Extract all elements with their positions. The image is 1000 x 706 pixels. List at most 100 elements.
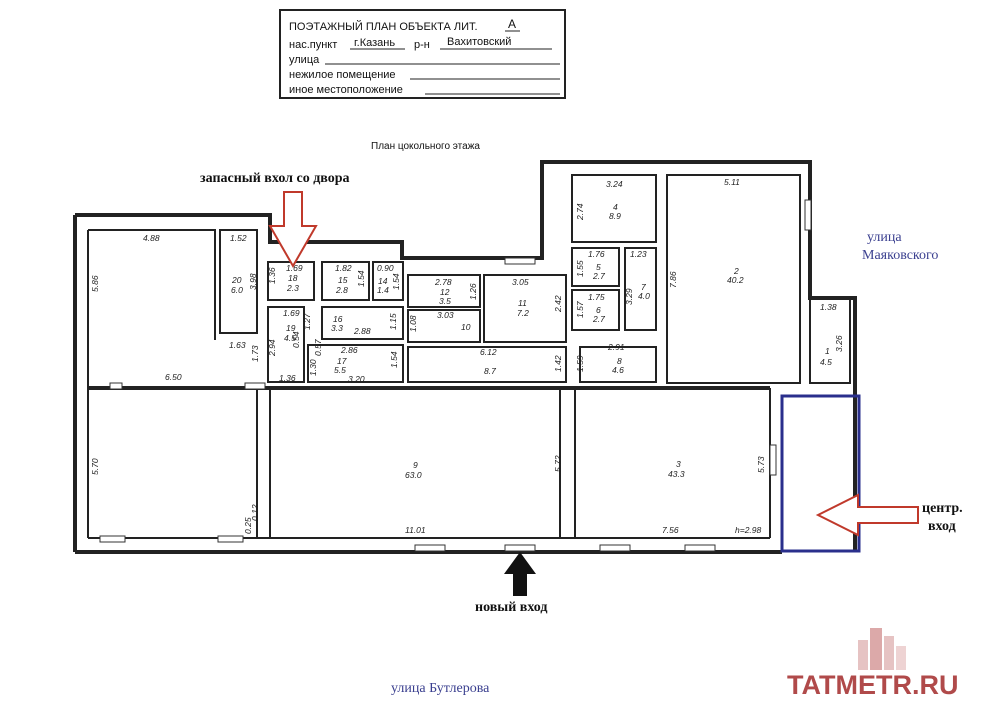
room-number: 3 [676, 459, 681, 469]
street-mayakovsky-line1: улица [867, 230, 902, 245]
room-number: 20 [231, 275, 242, 285]
room-number: 19 [286, 323, 296, 333]
dim-label: 3.26 [834, 335, 844, 352]
center-entrance-line1: центр. [922, 501, 963, 516]
dim-label: 1.69 [286, 263, 303, 273]
dim-label: 0.25 [243, 517, 253, 534]
stamp-settlement-value: г.Казань [354, 37, 395, 49]
dim-label: 1.42 [553, 355, 563, 372]
room-area: 7.2 [517, 308, 529, 318]
room-area: 63.0 [405, 470, 422, 480]
room-area: 6.0 [231, 285, 243, 295]
dim-label: 2.88 [353, 326, 371, 336]
new-entrance-arrow-icon [504, 552, 536, 596]
center-entrance-arrow-icon [815, 493, 919, 537]
dim-label: 1.26 [468, 283, 478, 300]
room-area: 43.3 [668, 469, 685, 479]
dim-label: 3.29 [624, 288, 634, 305]
room-area: 4.5 [284, 333, 296, 343]
dim-label: 4.88 [143, 233, 160, 243]
dim-label: 1.57 [575, 301, 585, 318]
room-area: 4.0 [638, 291, 650, 301]
spare-entrance-arrow-icon [268, 191, 318, 269]
dim-label: 1.27 [302, 313, 312, 330]
dim-label: 1.55 [575, 260, 585, 277]
room-area: 5.5 [334, 365, 346, 375]
dim-label: 1.38 [820, 302, 837, 312]
dim-label: 6.12 [480, 347, 497, 357]
dim-label: 1.54 [389, 351, 399, 368]
room-number: 6 [596, 305, 601, 315]
room-number: 4 [613, 202, 618, 212]
dim-label: 1.36 [279, 373, 296, 383]
plan-title: План цокольного этажа [371, 141, 480, 152]
stamp-location-label: иное местоположение [289, 84, 403, 96]
dim-label: 3.98 [248, 273, 258, 290]
dim-label: 3.20 [348, 374, 365, 384]
stamp-premises-label: нежилое помещение [289, 69, 396, 81]
room-area: 2.8 [335, 285, 348, 295]
new-entrance-label: новый вход [475, 600, 547, 615]
dim-label: 2.42 [553, 295, 563, 313]
dim-label: 2.94 [267, 339, 277, 357]
room-number: 1 [825, 346, 830, 356]
street-butlerova-label: улица Бутлерова [391, 681, 490, 696]
dim-label: 1.76 [588, 249, 605, 259]
dim-label: 5.72 [553, 455, 563, 472]
dim-label: 5.70 [90, 458, 100, 475]
dim-label: 5.73 [756, 456, 766, 473]
tatmetr-logo: TATMETR.RU [787, 628, 958, 700]
dim-label: 3.24 [606, 179, 623, 189]
dim-label: 1.30 [308, 359, 318, 376]
room-number: 7 [641, 282, 646, 292]
room-area: 4.6 [612, 365, 624, 375]
stamp-street-label: улица [289, 54, 320, 66]
dim-label: 0.57 [313, 339, 323, 356]
stamp-title: ПОЭТАЖНЫЙ ПЛАН ОБЪЕКТА ЛИТ. [289, 20, 478, 33]
room-number: 11 [518, 298, 527, 308]
room-area: 2.7 [592, 271, 605, 281]
dim-label: 2.91 [607, 342, 625, 352]
dim-label: 3.03 [437, 310, 454, 320]
room-number: 12 [440, 287, 450, 297]
dim-label: 0.90 [377, 263, 394, 273]
dim-label: 5.11 [724, 177, 740, 187]
dim-label: 7.56 [662, 525, 679, 535]
room-area: 2.7 [592, 314, 605, 324]
dim-label: 1.59 [575, 355, 585, 372]
dim-label: 1.73 [250, 345, 260, 362]
room-number: 2 [733, 266, 739, 276]
dim-label: 1.52 [230, 233, 247, 243]
header-stamp: ПОЭТАЖНЫЙ ПЛАН ОБЪЕКТА ЛИТ. А нас.пункт … [279, 9, 566, 99]
dimension-labels: 4.88 1.52 5.86 3.98 20 6.0 1.63 1.73 6.5… [90, 177, 844, 535]
dim-label: 1.54 [391, 273, 401, 290]
spare-entrance-label: запасный вхол со двора [200, 171, 350, 186]
dim-label: 1.54 [356, 270, 366, 287]
room-area: 8.9 [609, 211, 621, 221]
dim-label: 11.01 [405, 525, 426, 535]
stamp-district-value: Вахитовский [447, 36, 511, 48]
dim-label: 5.86 [90, 275, 100, 292]
stamp-lit: А [508, 17, 516, 31]
room-area: 8.7 [484, 366, 496, 376]
dim-label: 1.08 [408, 315, 418, 332]
windows [99, 199, 812, 552]
dim-label: 3.05 [512, 277, 529, 287]
stamp-settlement-label: нас.пункт [289, 39, 337, 51]
dim-label: 0.12 [250, 504, 260, 521]
center-entrance-frame [780, 394, 861, 553]
center-entrance-line2: вход [928, 519, 956, 534]
dim-label: 1.82 [335, 263, 352, 273]
dim-label: 1.23 [630, 249, 647, 259]
dim-label: 2.78 [434, 277, 452, 287]
room-number: 18 [288, 273, 298, 283]
room-area: 3.5 [439, 296, 451, 306]
stamp-district-label: р-н [414, 39, 430, 51]
dim-label: 0.54 [291, 331, 301, 348]
dim-label: 1.15 [388, 313, 398, 330]
dim-label: 1.69 [283, 308, 300, 318]
room-number: 14 [378, 276, 388, 286]
room-area: 3.3 [331, 323, 343, 333]
dim-label: 1.75 [588, 292, 605, 302]
